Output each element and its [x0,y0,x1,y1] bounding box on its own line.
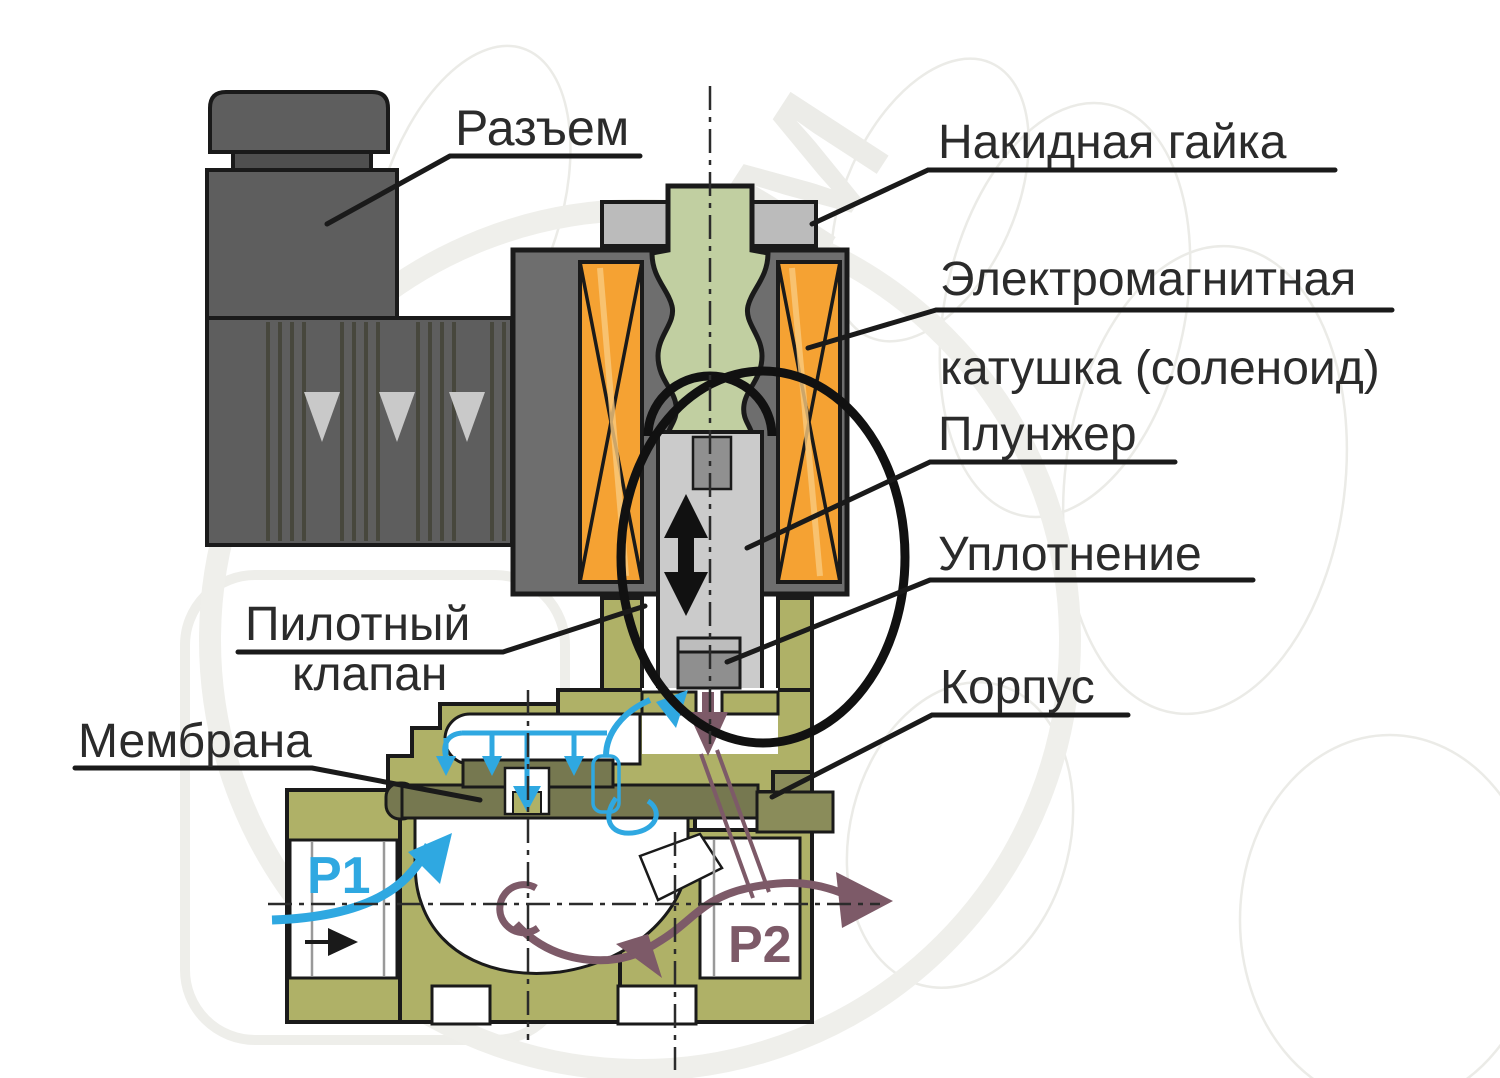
label-body: Корпус [940,661,1095,714]
label-pilot-line2: клапан [292,648,447,701]
flow-outlet-lines [496,692,844,965]
leader-lines [72,153,1395,803]
connector-body [205,168,399,320]
plunger-slot [691,435,733,491]
membrane-right-support [755,790,835,834]
label-coil-line2: катушка (соленоид) [940,342,1380,395]
connector-neck [231,150,373,172]
label-pilot-line1: Пилотный [245,598,470,651]
connector-ribs [266,322,506,541]
connector [205,90,514,547]
label-plunger: Плунжер [938,408,1137,461]
port-thread-lines [310,840,716,976]
plunger-motion-arrow-icon [664,494,708,616]
port-inlet-direction-arrow-icon [305,928,358,956]
membrane [384,758,835,834]
connector-arrow-icon [449,392,485,442]
main-chamber [413,813,690,975]
label-port-outlet: P2 [728,916,792,974]
label-connector: Разъем [455,100,629,156]
label-membrane: Мембрана [78,715,312,768]
body-foot-notch [430,984,492,1026]
connector-cap [208,90,390,154]
label-coil-line1: Электромагнитная [940,253,1356,306]
label-seal: Уплотнение [938,528,1202,581]
membrane-strip [400,783,760,820]
connector-ribbed-base [205,316,514,547]
connector-arrow-icon [304,392,340,442]
pilot-valve-highlight-ellipse [616,366,910,748]
centerlines [268,86,880,1070]
flow-inlet-arrowheads [408,690,688,884]
outlet-passage [638,832,724,902]
connector-arrows [304,392,485,442]
connector-arrow-icon [379,392,415,442]
label-union-nut: Накидная гайка [938,116,1287,169]
label-port-inlet: P1 [307,847,371,905]
body-foot-notch [616,984,698,1026]
